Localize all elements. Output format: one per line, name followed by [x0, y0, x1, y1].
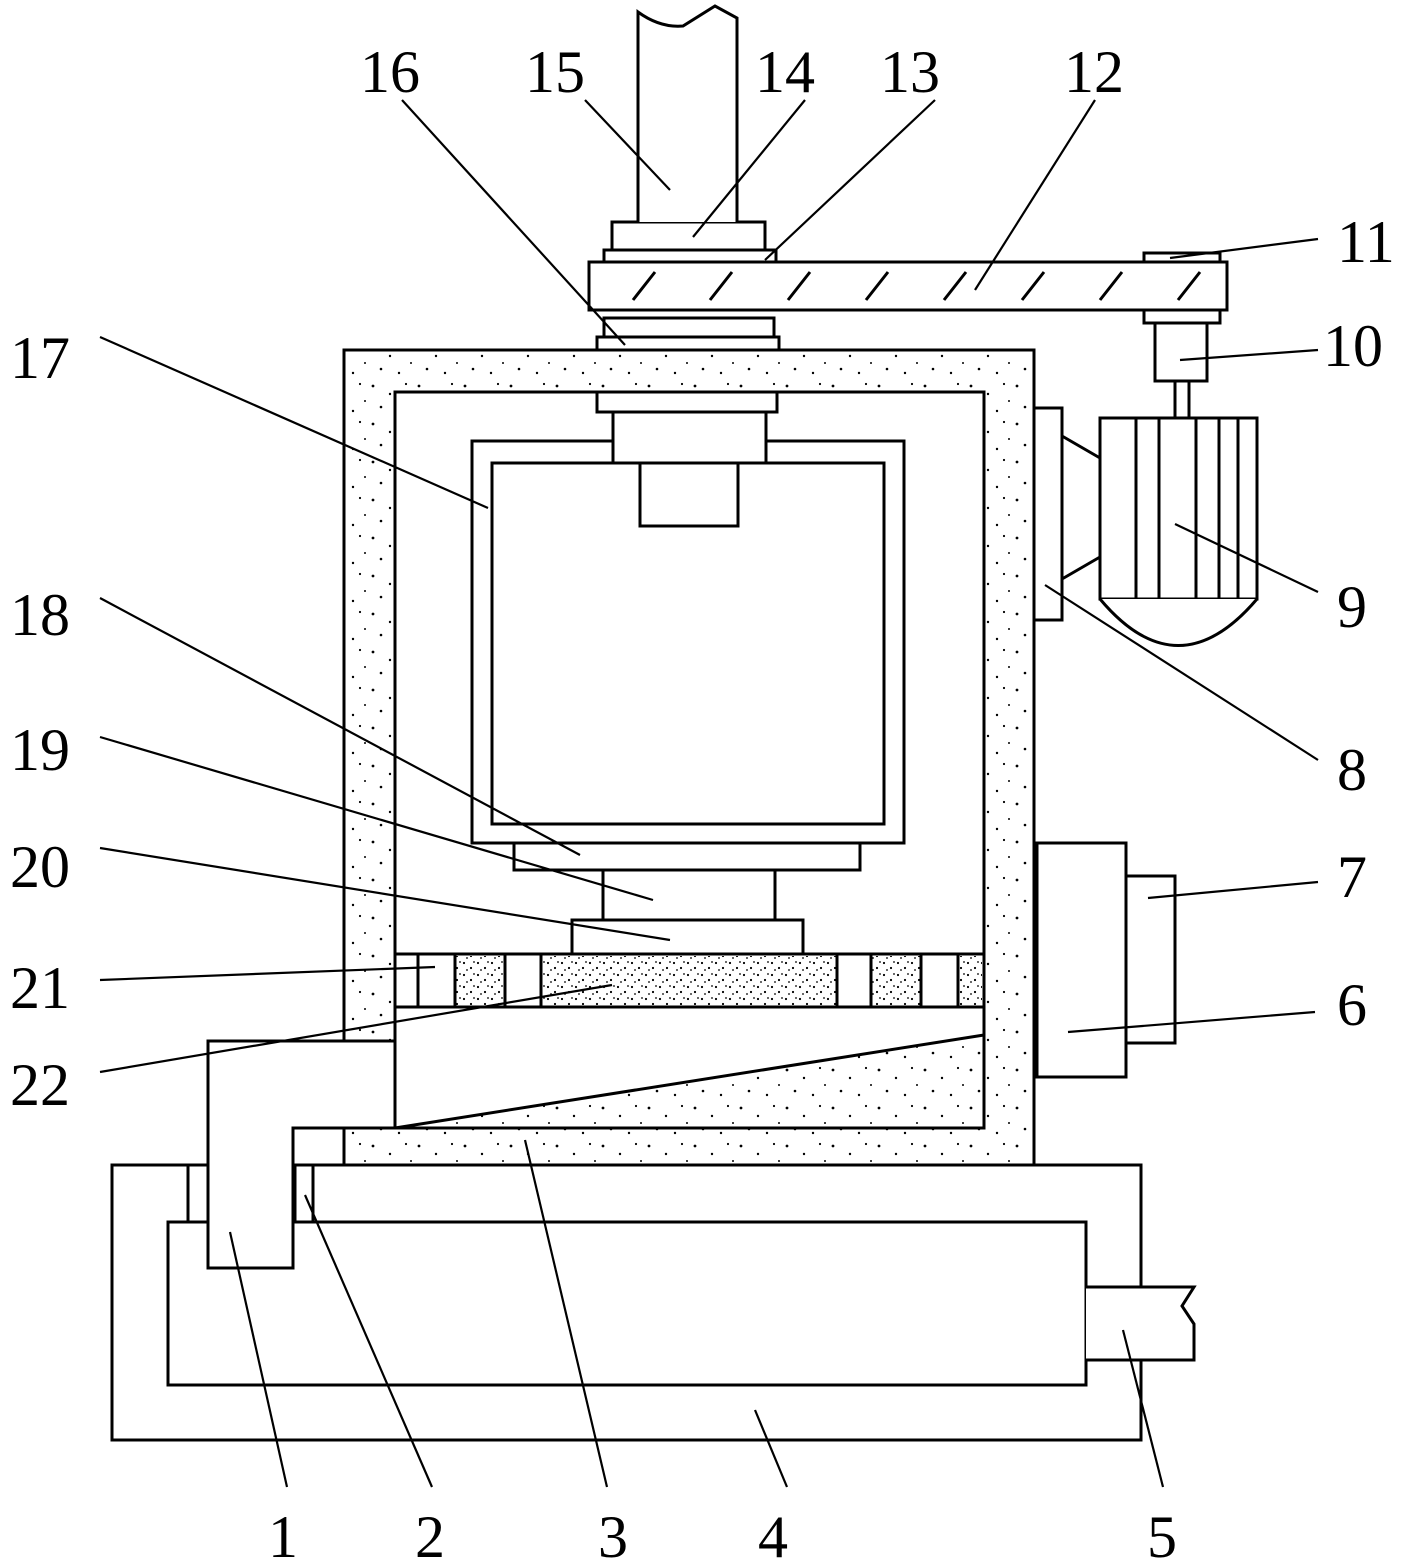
belt — [587, 260, 1229, 312]
lower-support — [512, 841, 862, 956]
filter-screen — [393, 952, 986, 1009]
label-6: 6 — [1337, 972, 1367, 1038]
label-1: 1 — [268, 1504, 298, 1567]
label-19: 19 — [10, 717, 70, 783]
label-4: 4 — [758, 1504, 788, 1567]
label-22: 22 — [10, 1052, 70, 1118]
label-12: 12 — [1064, 39, 1124, 105]
motor — [1032, 406, 1259, 647]
label-7: 7 — [1337, 844, 1367, 910]
label-9: 9 — [1337, 574, 1367, 640]
label-17: 17 — [10, 325, 70, 391]
label-8: 8 — [1337, 737, 1367, 803]
label-21: 21 — [10, 955, 70, 1021]
label-5: 5 — [1147, 1504, 1177, 1567]
shaft-coupling — [595, 390, 779, 528]
label-16: 16 — [360, 39, 420, 105]
label-14: 14 — [755, 39, 815, 105]
label-10: 10 — [1323, 313, 1383, 379]
label-15: 15 — [525, 39, 585, 105]
label-13: 13 — [880, 39, 940, 105]
label-18: 18 — [10, 582, 70, 648]
side-box — [1035, 841, 1177, 1079]
part-labels: 1 2 3 4 5 6 7 8 9 10 11 12 13 14 15 16 1… — [10, 39, 1395, 1567]
outlet-pipe — [1086, 1285, 1197, 1362]
label-20: 20 — [10, 834, 70, 900]
base-tank — [110, 1163, 1143, 1442]
leader-lines — [99, 99, 1319, 1488]
label-2: 2 — [415, 1504, 445, 1567]
label-3: 3 — [598, 1504, 628, 1567]
top-bearing — [595, 4, 781, 352]
discharge-chute — [206, 1039, 397, 1270]
label-11: 11 — [1337, 209, 1395, 275]
